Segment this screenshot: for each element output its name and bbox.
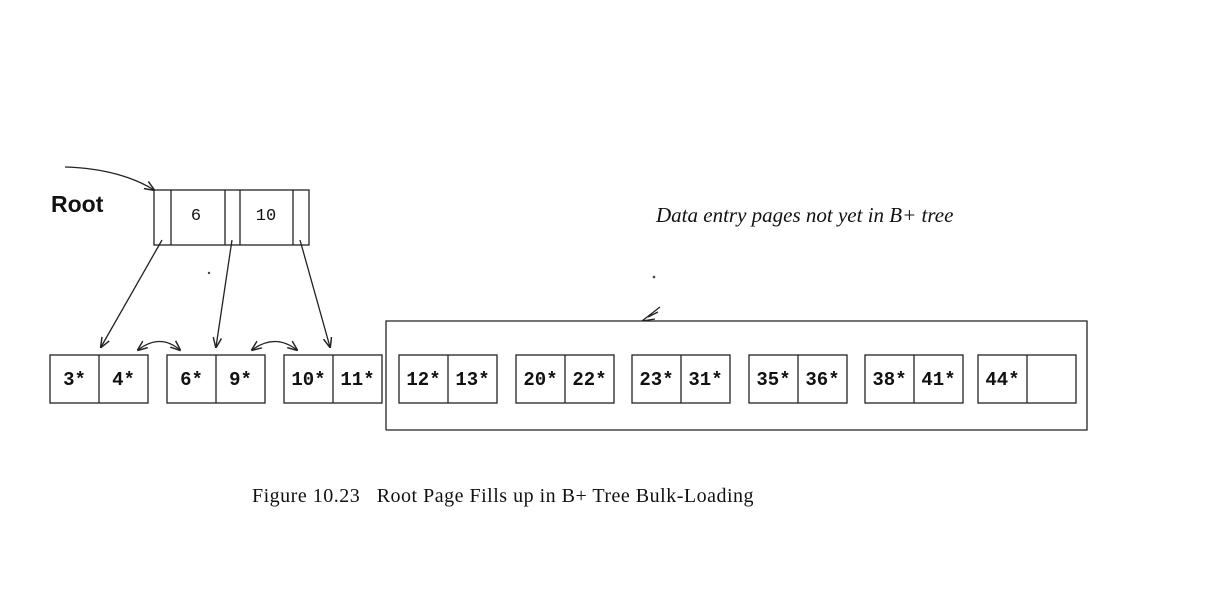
leaf-sibling-link-2 [252, 342, 297, 351]
leaf-sibling-link-1 [138, 342, 180, 351]
data-entry: 44* [985, 369, 1019, 391]
pending-pages-label: Data entry pages not yet in B+ tree [655, 203, 953, 227]
leaf-page: 23* 31* [631, 354, 731, 404]
speck [207, 271, 211, 275]
pending-pages-arrow [641, 306, 661, 322]
data-entry: 20* [523, 369, 557, 391]
root-node-box [153, 189, 310, 246]
data-entry: 22* [572, 369, 606, 391]
leaf-page: 35* 36* [748, 354, 848, 404]
speck [652, 275, 656, 279]
pending-pages-bracket [385, 320, 1088, 431]
root-node: 6 10 [153, 189, 310, 246]
data-entry: 11* [340, 369, 374, 391]
data-entry: 3* [63, 369, 86, 391]
leaf-page: 12* 13* [398, 354, 498, 404]
data-entry: 6* [180, 369, 203, 391]
data-entry: 23* [639, 369, 673, 391]
leaf-page: 38* 41* [864, 354, 964, 404]
data-entry: 12* [406, 369, 440, 391]
data-entry: 31* [688, 369, 722, 391]
root-key-1: 6 [191, 207, 201, 226]
data-entry: 10* [291, 369, 325, 391]
leaf-pages: 3* 4* 6* 9* 10* 11* 12* 13* 20* 22* 23* 31* 35* 36* 38… [49, 354, 1077, 404]
root-pointer-arrow [64, 166, 154, 190]
data-entry: 38* [872, 369, 906, 391]
figure-caption: Figure 10.23 Root Page Fills up in B+ Tr… [252, 485, 754, 507]
leaf-page: 3* 4* [49, 354, 149, 404]
data-entry: 4* [112, 369, 135, 391]
leaf-page: 10* 11* [283, 354, 383, 404]
root-child-pointer-1 [101, 239, 163, 347]
data-entry: 36* [805, 369, 839, 391]
data-entry: 9* [229, 369, 252, 391]
root-child-pointer-3 [299, 239, 330, 347]
data-entry: 41* [921, 369, 955, 391]
root-key-2: 10 [256, 207, 276, 226]
leaf-page: 20* 22* [515, 354, 615, 404]
data-entry: 35* [756, 369, 790, 391]
root-child-pointer-2 [216, 239, 233, 347]
data-entry: 13* [455, 369, 489, 391]
leaf-page: 44* [977, 354, 1077, 404]
root-label: Root [51, 191, 104, 217]
leaf-page: 6* 9* [166, 354, 266, 404]
